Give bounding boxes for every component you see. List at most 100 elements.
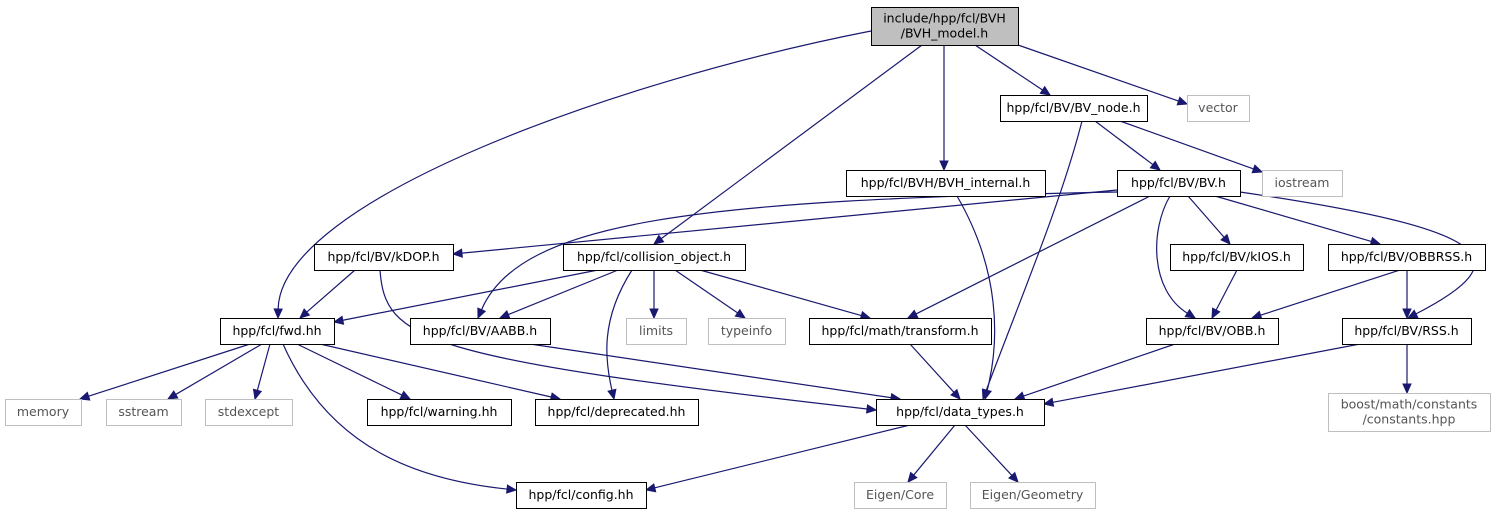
arrowhead-fwd-to-config	[506, 484, 518, 494]
arrowhead-fwd-to-memory	[78, 391, 91, 401]
node-eigen-geometry: Eigen/Geometry	[970, 482, 1096, 509]
edge-bv_node-to-data_types	[985, 120, 1083, 391]
arrowhead-bv-to-kios	[1220, 233, 1231, 245]
node-box	[846, 170, 1046, 197]
node-kdop[interactable]: hpp/fcl/BV/kDOP.h	[314, 244, 454, 271]
edge-bv_node-to-iostream	[1119, 120, 1254, 170]
arrowhead-bv-to-transform	[906, 309, 919, 319]
node-label: limits	[639, 323, 673, 338]
node-box	[708, 318, 786, 345]
node-deprecated[interactable]: hpp/fcl/deprecated.hh	[535, 399, 699, 426]
node-box	[1146, 318, 1279, 345]
edge-fwd-to-warning	[296, 343, 403, 396]
node-rss[interactable]: hpp/fcl/BV/RSS.h	[1342, 318, 1472, 345]
node-label: hpp/fcl/BV/AABB.h	[423, 323, 537, 338]
node-box	[1170, 244, 1304, 271]
edge-fwd-to-deprecated	[319, 343, 552, 398]
edge-collision_object-to-typeinfo	[674, 269, 738, 314]
edge-kdop-to-data_types	[379, 269, 868, 410]
arrowhead-fwd-to-warning	[399, 390, 412, 400]
arrowhead-root-to-collision_object	[653, 234, 665, 245]
edge-obb-to-data_types	[1023, 343, 1176, 397]
node-label: iostream	[1275, 175, 1330, 190]
node-label: hpp/fcl/deprecated.hh	[548, 404, 686, 419]
node-label: hpp/fcl/BV/kIOS.h	[1182, 249, 1291, 264]
node-memory: memory	[5, 399, 82, 426]
node-label: hpp/fcl/BV/OBBRSS.h	[1341, 249, 1472, 264]
node-eigen-core: Eigen/Core	[854, 482, 947, 509]
edge-root-to-collision_object	[660, 44, 923, 240]
node-bv-node[interactable]: hpp/fcl/BV/BV_node.h	[1000, 95, 1148, 122]
node-label: sstream	[118, 404, 168, 419]
arrowhead-kios-to-obb	[1211, 307, 1221, 320]
node-bvh-internal[interactable]: hpp/fcl/BVH/BVH_internal.h	[846, 170, 1046, 197]
node-box	[220, 318, 335, 345]
edge-bv-to-obbrss	[1214, 195, 1372, 243]
node-box	[809, 318, 992, 345]
node-box	[410, 318, 551, 345]
edge-kios-to-obb	[1215, 269, 1238, 311]
arrowhead-bv-to-aabb	[477, 307, 487, 320]
edge-data_types-to-config	[654, 424, 911, 489]
node-box	[854, 482, 947, 509]
edge-fwd-to-stdexcept	[256, 343, 271, 391]
node-iostream: iostream	[1262, 170, 1343, 197]
arrowhead-collision_object-to-limits	[649, 308, 659, 320]
arrowhead-transform-to-data_types	[950, 388, 961, 400]
arrowhead-fwd-to-stdexcept	[252, 388, 263, 401]
node-box	[970, 482, 1096, 509]
node-root[interactable]: include/hpp/fcl/BVH/BVH_model.h	[871, 7, 1019, 46]
arrowhead-data_types-to-eigen_core	[907, 471, 918, 483]
node-label: hpp/fcl/BV/BV_node.h	[1007, 100, 1141, 115]
edge-transform-to-data_types	[909, 343, 955, 393]
node-obbrss[interactable]: hpp/fcl/BV/OBBRSS.h	[1328, 244, 1486, 271]
node-label: typeinfo	[721, 323, 772, 338]
arrowhead-root-to-vector	[1176, 96, 1189, 106]
node-label: hpp/fcl/BV/OBB.h	[1159, 323, 1266, 338]
node-box	[367, 399, 512, 426]
node-label: hpp/fcl/config.hh	[528, 487, 633, 502]
dependency-edges	[78, 30, 1476, 494]
node-label: boost/math/constants	[1341, 397, 1478, 412]
edge-kdop-to-fwd	[306, 269, 356, 313]
edge-root-to-fwd	[277, 30, 872, 310]
node-bv[interactable]: hpp/fcl/BV/BV.h	[1117, 170, 1241, 197]
node-box	[1000, 95, 1148, 122]
arrowhead-collision_object-to-fwd	[332, 315, 345, 325]
node-obb[interactable]: hpp/fcl/BV/OBB.h	[1146, 318, 1279, 345]
edge-collision_object-to-aabb	[508, 269, 619, 316]
arrowhead-bv-to-obb	[1184, 308, 1197, 319]
edge-obbrss-to-obb	[1260, 269, 1401, 316]
node-box	[1262, 170, 1343, 197]
node-kios[interactable]: hpp/fcl/BV/kIOS.h	[1170, 244, 1304, 271]
arrowhead-root-to-bv_node	[1039, 85, 1052, 96]
node-stdexcept: stdexcept	[205, 399, 293, 426]
node-label: hpp/fcl/BVH/BVH_internal.h	[861, 175, 1031, 190]
node-box	[1117, 170, 1241, 197]
node-label: /constants.hpp	[1363, 412, 1456, 427]
edge-root-to-bv_node	[974, 44, 1043, 91]
node-aabb[interactable]: hpp/fcl/BV/AABB.h	[410, 318, 551, 345]
node-collision-object[interactable]: hpp/fcl/collision_object.h	[563, 244, 746, 271]
node-transform[interactable]: hpp/fcl/math/transform.h	[809, 318, 992, 345]
node-fwd[interactable]: hpp/fcl/fwd.hh	[220, 318, 335, 345]
arrowhead-collision_object-to-typeinfo	[734, 308, 747, 319]
arrowhead-rss-to-boost_constants	[1402, 383, 1412, 395]
node-data-types[interactable]: hpp/fcl/data_types.h	[876, 399, 1045, 426]
edge-fwd-to-sstream	[175, 343, 263, 395]
arrowhead-fwd-to-sstream	[166, 390, 179, 400]
node-label: hpp/fcl/data_types.h	[896, 404, 1024, 419]
arrowhead-root-to-bvh_internal	[939, 160, 949, 172]
node-box	[1342, 318, 1472, 345]
node-label: Eigen/Core	[866, 487, 934, 502]
node-label: hpp/fcl/BV/RSS.h	[1354, 323, 1458, 338]
node-warning[interactable]: hpp/fcl/warning.hh	[367, 399, 512, 426]
arrowhead-collision_object-to-aabb	[498, 310, 511, 319]
node-box	[5, 399, 82, 426]
edge-bv-to-transform	[915, 195, 1151, 315]
node-config[interactable]: hpp/fcl/config.hh	[516, 482, 647, 509]
arrowhead-kdop-to-data_types	[866, 404, 878, 414]
edge-aabb-to-data_types	[529, 343, 892, 399]
node-box	[314, 244, 454, 271]
node-box	[626, 318, 687, 345]
